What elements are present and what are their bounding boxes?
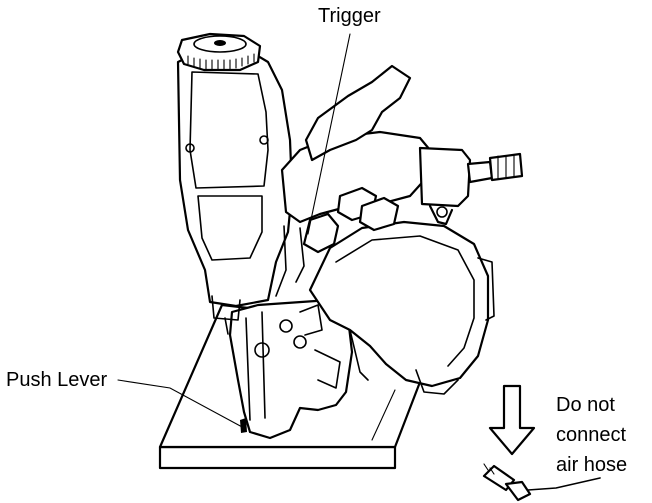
push-lever-leader-line [117, 379, 245, 429]
warning-line-2: connect [556, 424, 627, 446]
air-hose-warning: Do not connect air hose [556, 390, 627, 480]
trigger-leader-line [307, 33, 351, 235]
handle-and-hand [275, 64, 432, 297]
push-lever-label: Push Lever [6, 369, 108, 391]
air-fitting [418, 146, 524, 226]
exhaust-cap [176, 32, 262, 72]
trigger-label: Trigger [318, 5, 381, 27]
down-arrow-icon [488, 384, 536, 456]
warning-line-3: air hose [556, 454, 628, 476]
warning-line-1: Do not [556, 394, 615, 416]
nailer-body [176, 46, 294, 335]
push-lever-assembly [228, 298, 354, 440]
air-hose-connector-icon [482, 463, 601, 502]
